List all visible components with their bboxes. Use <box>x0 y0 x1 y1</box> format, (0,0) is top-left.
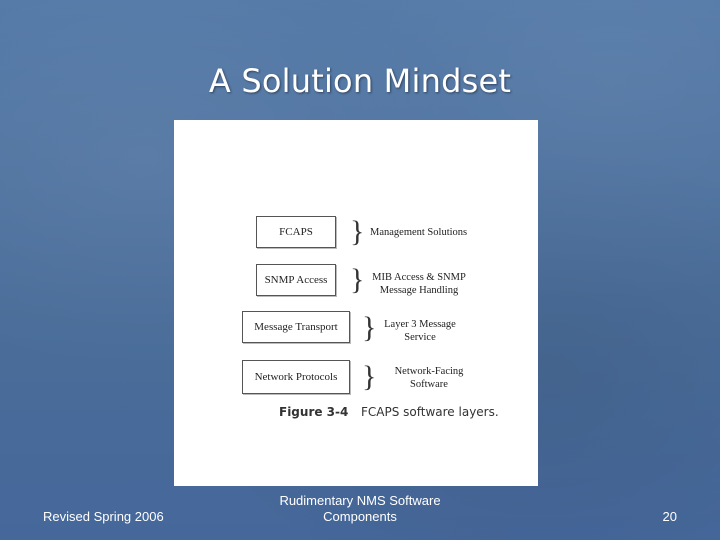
brace-icon: } <box>350 215 365 248</box>
brace-icon: } <box>362 360 377 393</box>
layer-description-snmp-access: MIB Access & SNMP Message Handling <box>372 272 466 296</box>
brace-icon: } <box>350 263 365 296</box>
slide-title: A Solution Mindset <box>208 62 512 100</box>
footer-date: Revised Spring 2006 <box>43 509 164 524</box>
layer-box-message-transport: Message Transport <box>242 311 350 343</box>
layer-description-fcaps: Management Solutions <box>370 227 468 238</box>
figure-caption-label: Figure 3-4 <box>279 405 349 419</box>
figure-panel: FCAPS } Management Solutions SNMP Access… <box>174 120 538 486</box>
page-number: 20 <box>662 509 677 524</box>
layer-box-fcaps: FCAPS <box>256 216 336 248</box>
figure-caption-text: FCAPS software layers. <box>361 405 499 419</box>
footer-title: Rudimentary NMS Software Components <box>279 493 441 524</box>
layer-description-network-protocols: Network-Facing Software <box>394 366 464 390</box>
layer-box-snmp-access: SNMP Access <box>256 264 336 296</box>
layer-box-network-protocols: Network Protocols <box>242 360 350 394</box>
layer-description-message-transport: Layer 3 Message Service <box>384 319 456 343</box>
brace-icon: } <box>362 311 377 344</box>
